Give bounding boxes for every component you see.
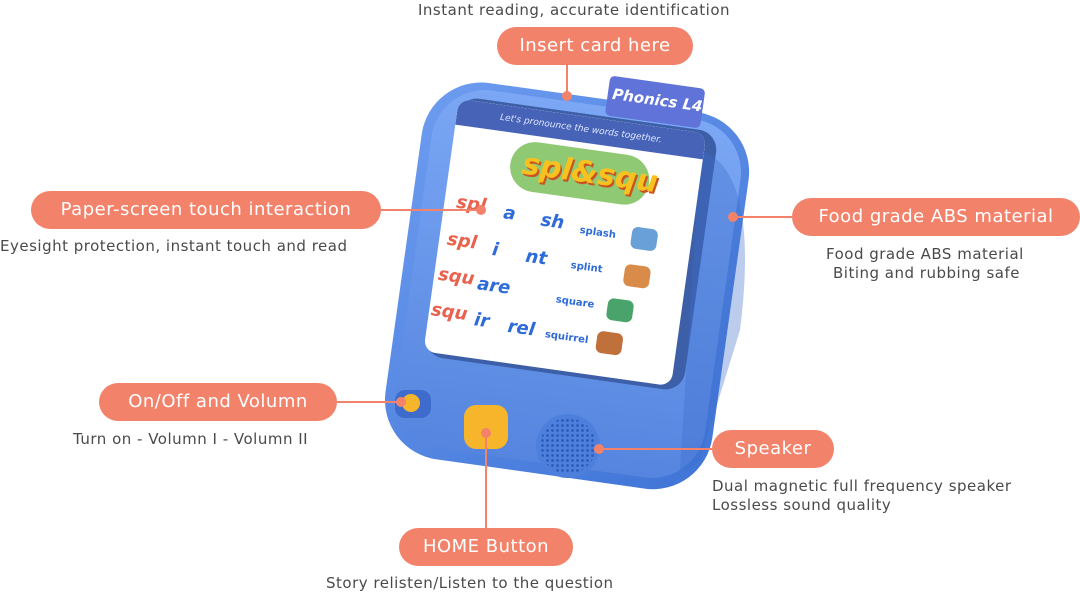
paper-screen-desc: Eyesight protection, instant touch and r… [0,237,348,255]
onoff-desc: Turn on - Volumn I - Volumn II [73,430,309,448]
row-part-2[interactable]: are [475,273,512,299]
paper-screen-dot [476,205,486,215]
food-grade-desc-2: Biting and rubbing safe [833,264,1020,282]
row-part-3[interactable]: nt [524,245,549,270]
row-part-2[interactable]: a [502,202,517,225]
card-screen: Let's pronounce the words together. spl&… [423,98,707,387]
home-button-shape [464,405,508,449]
onoff-line [337,401,399,403]
home-desc: Story relisten/Listen to the question [326,574,614,592]
speaker-desc-2: Lossless sound quality [712,496,892,514]
speaker-label: Speaker [712,430,834,468]
insert-card-dot [562,91,572,101]
row-picture [629,226,659,252]
card-tab [605,76,705,128]
row-part-2[interactable]: ir [472,309,491,333]
row-picture [605,297,635,324]
speaker-desc-1: Dual magnetic full frequency speaker [712,477,1012,495]
food-grade-line [735,216,792,218]
paper-screen-label: Paper-screen touch interaction [31,191,381,229]
row-result[interactable]: splint [570,260,604,276]
row-part-1[interactable]: squ [429,299,469,326]
home-label: HOME Button [399,528,573,566]
insert-card-label: Insert card here [497,27,693,65]
home-dot [481,428,491,438]
onoff-dot [396,397,406,407]
power-switch-knob [402,394,420,412]
row-part-3[interactable]: rel [506,315,537,341]
row-picture [594,330,624,356]
row-part-3[interactable]: sh [539,209,566,234]
speaker-line [600,448,712,450]
row-part-1[interactable]: squ [436,263,476,290]
row-picture [622,263,652,290]
row-result[interactable]: square [555,294,595,311]
insert-card-line [566,65,568,95]
row-result[interactable]: splash [578,224,617,241]
speaker-dots [540,418,596,474]
row-result[interactable]: squirrel [544,329,589,347]
paper-screen-line [381,209,479,211]
food-grade-desc-1: Food grade ABS material [826,245,1024,263]
home-line [485,436,487,528]
speaker-dot [594,444,604,454]
row-part-2[interactable]: i [490,239,500,261]
food-grade-label: Food grade ABS material [792,198,1080,236]
top-caption: Instant reading, accurate identification [418,1,731,19]
onoff-label: On/Off and Volumn [99,383,337,421]
row-part-1[interactable]: spl [445,228,479,254]
food-grade-dot [728,212,738,222]
